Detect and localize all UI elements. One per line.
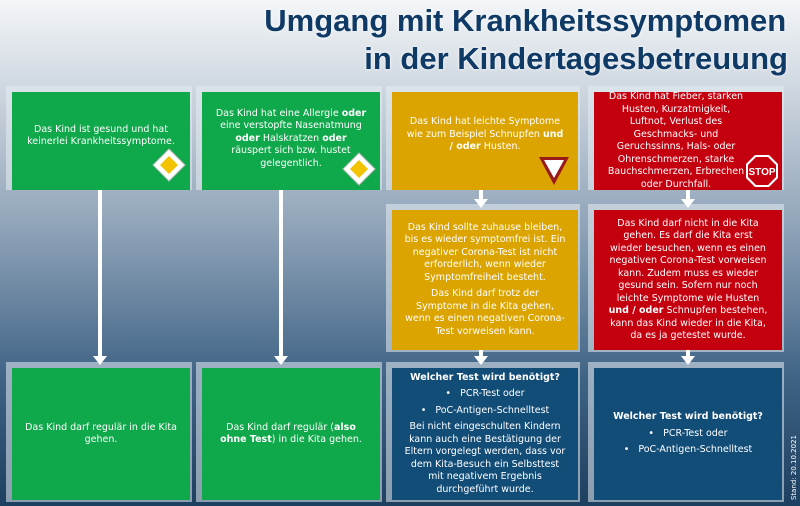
box-text: Das Kind hat eine Allergie oder eine ver… bbox=[214, 108, 368, 171]
box-text: Das Kind hat leichte Symptome wie zum Be… bbox=[404, 116, 566, 154]
text: eine verstopfte Nasenatmung bbox=[220, 120, 362, 132]
priority-road-sign-icon bbox=[342, 152, 376, 186]
no-kita-box: Das Kind darf nicht in die Kita gehen. E… bbox=[594, 210, 782, 350]
stop-label: STOP bbox=[748, 167, 775, 178]
title-line-2: in der Kindertagesbetreuung bbox=[364, 41, 788, 76]
text: oder bbox=[341, 107, 367, 119]
box-text: Das Kind sollte zuhause bleiben, bis es … bbox=[404, 221, 566, 283]
text: PoC-Antigen-Schnelltest bbox=[638, 444, 753, 456]
connector-line bbox=[279, 190, 283, 358]
yield-sign-icon bbox=[539, 157, 569, 185]
text: Husten. bbox=[480, 141, 521, 153]
connector-line bbox=[98, 190, 102, 358]
text: PCR-Test oder bbox=[460, 388, 525, 400]
text: und / oder bbox=[449, 128, 564, 153]
text: räuspert sich bzw. hustet gelegentlich. bbox=[231, 145, 351, 169]
title-line-1: Umgang mit Krankheitssymptomen bbox=[264, 3, 787, 38]
healthy-box: Das Kind ist gesund und hat keinerlei Kr… bbox=[12, 92, 190, 190]
text: ) in die Kita gehen. bbox=[271, 434, 362, 445]
arrow-icon bbox=[274, 356, 288, 365]
box-text: Das Kind darf nicht in die Kita gehen. E… bbox=[606, 218, 770, 343]
text: also ohne Test bbox=[220, 421, 356, 446]
text: PoC-Antigen-Schnelltest bbox=[435, 404, 550, 416]
box-text: Das Kind hat Fieber, starken Husten, Kur… bbox=[607, 91, 745, 190]
text: Schnupfen bestehen, kann das Kind wieder… bbox=[610, 305, 768, 341]
test-info-box: Welcher Test wird benötigt? • PCR-Test od… bbox=[594, 368, 782, 500]
box-text: Das Kind darf regulär (also ohne Test) i… bbox=[214, 422, 368, 447]
text: und / oder bbox=[608, 305, 664, 316]
arrow-icon bbox=[474, 356, 488, 365]
connector-line bbox=[686, 350, 690, 357]
stay-home-box: Das Kind sollte zuhause bleiben, bis es … bbox=[392, 210, 578, 350]
arrow-icon bbox=[93, 356, 107, 365]
box-text: Das Kind ist gesund und hat keinerlei Kr… bbox=[27, 123, 175, 148]
box-text: Das Kind darf regulär in die Kita gehen. bbox=[25, 421, 177, 446]
test-question: Welcher Test wird benötigt? bbox=[410, 371, 560, 383]
box-text: Das Kind darf trotz der Symptome in die … bbox=[405, 288, 565, 337]
box-text: Bei nicht eingeschulten Kindern kann auc… bbox=[404, 421, 566, 495]
test-question: Welcher Test wird benötigt? bbox=[613, 411, 763, 423]
text: Das Kind hat eine Allergie bbox=[215, 107, 342, 119]
text: oder bbox=[322, 132, 347, 144]
test-info-box: Welcher Test wird benötigt? • PCR-Test od… bbox=[392, 368, 578, 500]
date-stamp: Stand: 20.10.2021 bbox=[790, 434, 798, 500]
mild-symptoms-box: Das Kind hat leichte Symptome wie zum Be… bbox=[392, 92, 578, 190]
regular-no-test-box: Das Kind darf regulär (also ohne Test) i… bbox=[202, 368, 380, 500]
bullet-item: • PCR-Test oder bbox=[648, 427, 728, 439]
bullet-item: • PoC-Antigen-Schnelltest bbox=[420, 404, 550, 416]
arrow-icon bbox=[681, 356, 695, 365]
text: PCR-Test oder bbox=[663, 427, 728, 439]
text: Das Kind hat leichte Symptome wie zum Be… bbox=[406, 116, 561, 140]
bullet-item: • PCR-Test oder bbox=[445, 388, 525, 400]
connector-line bbox=[479, 190, 483, 200]
priority-road-sign-icon bbox=[152, 148, 186, 182]
arrow-icon bbox=[681, 199, 695, 208]
text: Das Kind darf nicht in die Kita gehen. E… bbox=[609, 217, 767, 304]
regular-kita-box: Das Kind darf regulär in die Kita gehen. bbox=[12, 368, 190, 500]
bullet-item: • PoC-Antigen-Schnelltest bbox=[623, 444, 753, 456]
text: Das Kind darf regulär ( bbox=[226, 421, 334, 433]
arrow-icon bbox=[474, 199, 488, 208]
connector-line bbox=[686, 190, 690, 200]
text: oder bbox=[235, 132, 260, 144]
connector-line bbox=[479, 350, 483, 357]
stop-sign-icon: STOP bbox=[746, 155, 778, 187]
text: Halskratzen bbox=[259, 132, 323, 144]
